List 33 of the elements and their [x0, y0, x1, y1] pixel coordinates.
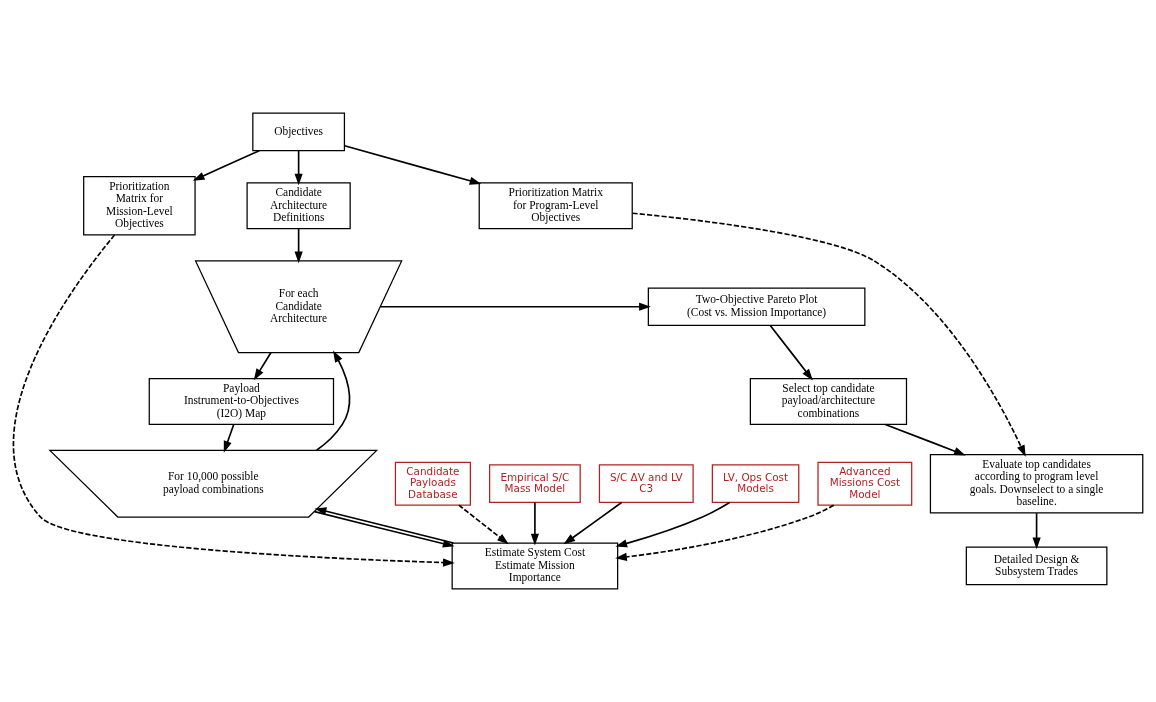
- node-box: Candidate Architecture Definitions: [246, 182, 351, 230]
- arrow: [223, 423, 235, 453]
- node-box: Prioritization Matrix for Mission-Level Objectives: [83, 176, 196, 236]
- arrow: [1032, 512, 1041, 550]
- node-box: Empirical S/C Mass Model: [489, 464, 581, 504]
- node-box: Estimate System Cost Estimate Mission Importance: [451, 542, 619, 590]
- arrow: [884, 423, 966, 456]
- node-box: LV, Ops Cost Models: [711, 464, 800, 504]
- node-box: Select top candidate payload/architecture combinations: [749, 377, 908, 425]
- arrow: [563, 501, 623, 545]
- node-box: Payload Instrument-to-Objectives (I2O) Map: [148, 377, 335, 425]
- arrow: [615, 504, 835, 561]
- arrow: [12, 234, 455, 567]
- arrow: [458, 504, 509, 545]
- arrow: [615, 501, 731, 548]
- arrow: [530, 501, 539, 546]
- node-box: S/C ΔV and LV C3: [598, 464, 694, 504]
- arrow: [253, 351, 272, 381]
- node-box: Two-Objective Pareto Plot (Cost vs. Mission Importance): [647, 287, 866, 327]
- node-box: Prioritization Matrix for Program-Level Objectives: [478, 182, 633, 230]
- node-box: Evaluate top candidates according to program level goals. Downselect to a single baseline.: [929, 453, 1144, 514]
- arrow: [315, 350, 351, 452]
- node-box: Candidate Payloads Database: [394, 461, 471, 506]
- node-box: Advanced Missions Cost Model: [817, 461, 913, 506]
- node-box: Detailed Design & Subsystem Trades: [965, 546, 1108, 586]
- node-box: Objectives: [252, 112, 346, 152]
- arrow: [379, 302, 651, 311]
- arrow: [294, 227, 303, 264]
- arrow: [769, 324, 813, 381]
- arrow: [192, 149, 261, 181]
- arrow: [294, 149, 303, 186]
- arrow: [631, 212, 1026, 457]
- arrow: [343, 144, 482, 185]
